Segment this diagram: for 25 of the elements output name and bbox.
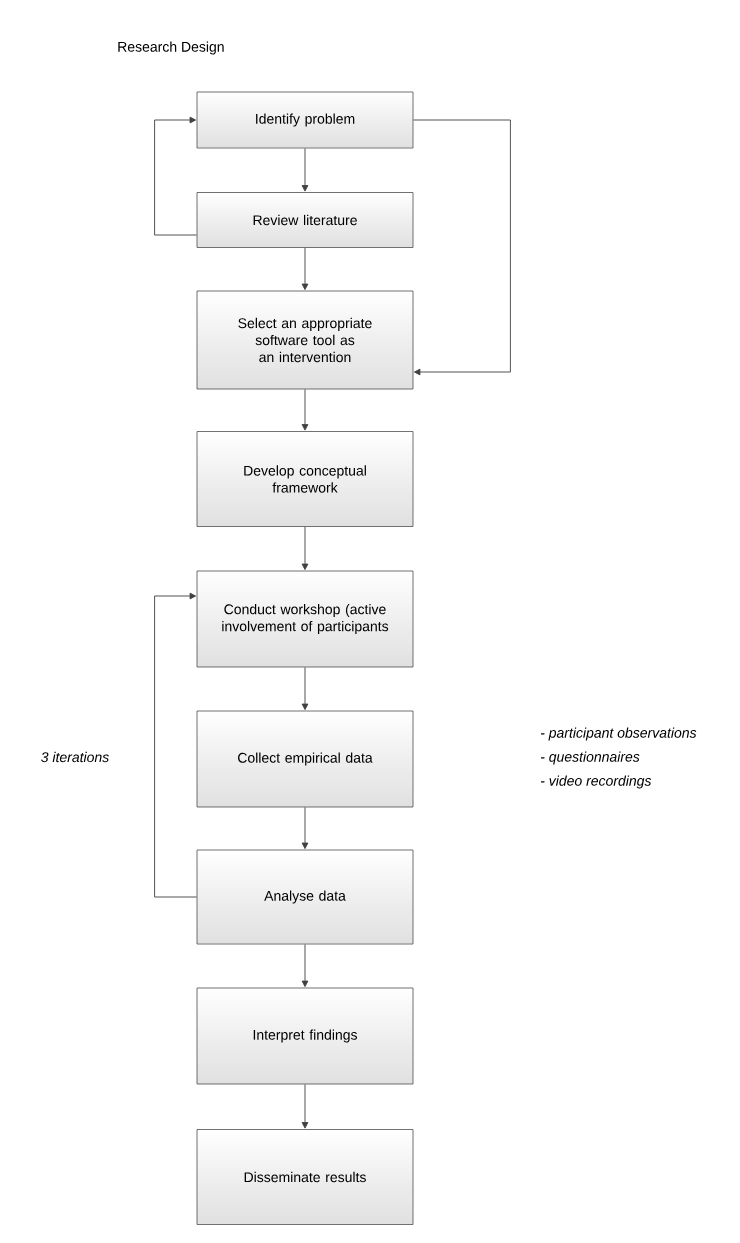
- arrow: [154, 592, 198, 898]
- arrow: [301, 806, 309, 850]
- arrow: [301, 666, 309, 711]
- process-box: Conduct workshop (active involvement of participants: [196, 570, 414, 668]
- arrow: [301, 388, 309, 431]
- arrow: [412, 119, 511, 376]
- process-box: Review literature: [196, 192, 414, 248]
- arrow: [301, 1083, 309, 1129]
- process-box: Disseminate results: [196, 1129, 414, 1225]
- arrow: [301, 943, 309, 988]
- note-text: - participant observations: [540, 727, 697, 741]
- arrow: [301, 526, 309, 571]
- process-box: Identify problem: [196, 91, 414, 149]
- process-box: Interpret findings: [196, 987, 414, 1085]
- process-box: Analyse data: [196, 849, 414, 945]
- process-box: Select an appropriate software tool as an intervention: [196, 290, 414, 390]
- process-box: Develop conceptual framework: [196, 431, 414, 527]
- edge-label: 3 iterations: [41, 751, 109, 763]
- title: Research Design: [118, 41, 224, 55]
- arrow: [154, 116, 198, 236]
- note-text: - video recordings: [540, 775, 652, 789]
- arrow: [301, 147, 309, 192]
- arrow: [301, 247, 309, 291]
- process-box: Collect empirical data: [196, 710, 414, 808]
- note-text: - questionnaires: [540, 751, 640, 765]
